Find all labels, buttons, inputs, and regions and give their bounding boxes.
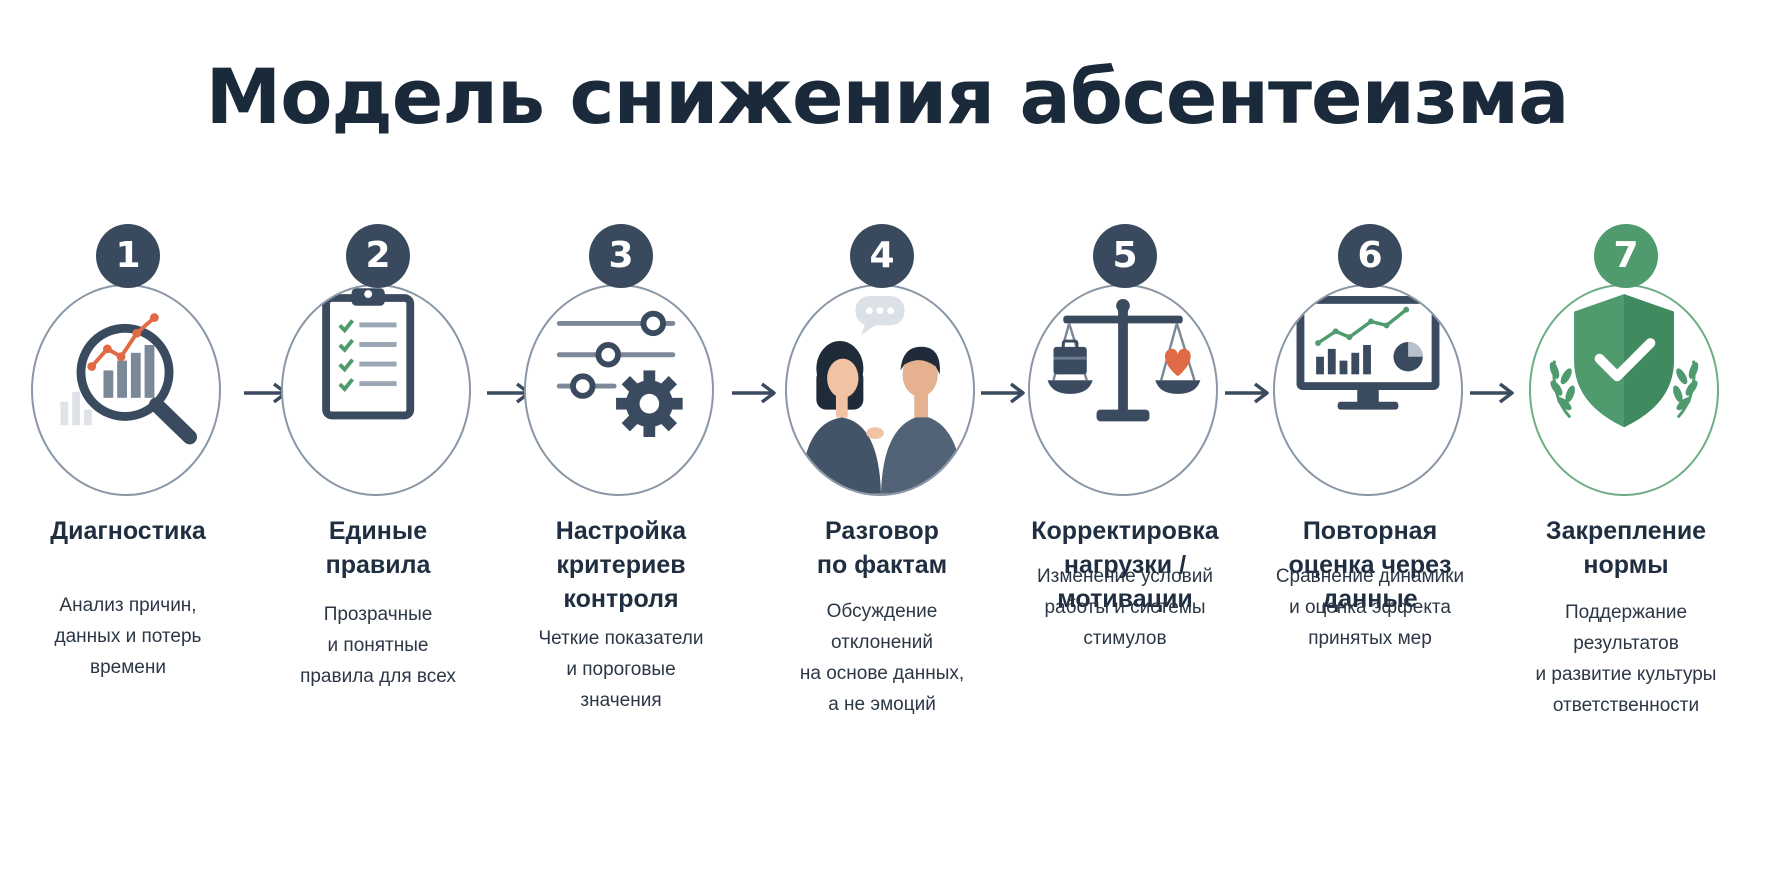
step-description: Прозрачные и понятные правила для всех xyxy=(300,604,456,687)
step-number-badge: 1 xyxy=(96,224,160,288)
step-icon-circle xyxy=(1529,284,1719,496)
step-description: Обсуждение отклонений на основе данных, … xyxy=(799,601,965,715)
step-description: Изменение условий работы и системы стиму… xyxy=(1037,566,1213,649)
step-heading: Диагностика xyxy=(50,517,206,545)
step-2: 2 Единые правила Прозрачные и понятные п… xyxy=(268,0,488,887)
step-6: 6 Повторная оценка через данные Сравнени… xyxy=(1260,0,1480,887)
step-icon-circle xyxy=(1273,284,1463,496)
step-icon-circle xyxy=(31,284,221,496)
arrow-right-icon xyxy=(728,379,780,407)
balance-scale-icon xyxy=(1047,298,1201,422)
step-icon-circle xyxy=(281,284,471,496)
conversation-people-icon xyxy=(800,296,964,494)
sliders-gear-icon xyxy=(556,310,683,437)
step-number-badge: 6 xyxy=(1338,224,1402,288)
step-3: 3 xyxy=(511,0,731,887)
step-number-badge: 2 xyxy=(346,224,410,288)
step-heading: Настройка критериев контроля xyxy=(555,517,687,613)
step-number-badge: 7 xyxy=(1594,224,1658,288)
arrow-right-icon xyxy=(977,379,1029,407)
arrow-right-icon xyxy=(1221,379,1273,407)
step-description: Поддержание результатов и развитие культ… xyxy=(1535,602,1717,716)
step-description: Анализ причин, данных и потерь времени xyxy=(54,595,202,678)
step-4: 4 Разговор по фактам Обсуждение отклонен… xyxy=(772,0,992,887)
clipboard-checklist-icon xyxy=(322,288,415,420)
step-heading: Разговор по фактам xyxy=(816,517,948,579)
step-heading: Закрепление нормы xyxy=(1545,517,1707,579)
step-number-badge: 4 xyxy=(850,224,914,288)
arrow-right-icon xyxy=(1466,379,1518,407)
step-heading: Единые правила xyxy=(325,517,431,579)
step-number-badge: 3 xyxy=(589,224,653,288)
step-number-badge: 5 xyxy=(1093,224,1157,288)
step-7: 7 Закрепление нормы Поддержание результа… xyxy=(1516,0,1736,887)
step-heading: Повторная оценка через данные xyxy=(1288,517,1452,613)
step-description: Сравнение динамики и оценка эффекта прин… xyxy=(1275,566,1465,649)
step-1: 1 Диагностика Анализ причин, данных и по… xyxy=(18,0,238,887)
step-icon-circle xyxy=(785,284,975,496)
monitor-dashboard-icon xyxy=(1296,296,1440,410)
step-icon-circle xyxy=(524,284,714,496)
step-description: Четкие показатели и пороговые значения xyxy=(538,628,704,711)
shield-check-icon xyxy=(1549,294,1699,428)
magnifier-chart-icon xyxy=(60,313,197,445)
step-icon-circle xyxy=(1028,284,1218,496)
page-title: Модель снижения абсентеизма xyxy=(205,52,1570,141)
step-heading: Корректировка нагрузки / мотивации xyxy=(1031,517,1219,613)
step-5: 5 Корректировка нагрузки / мотивации Изм… xyxy=(1015,0,1235,887)
